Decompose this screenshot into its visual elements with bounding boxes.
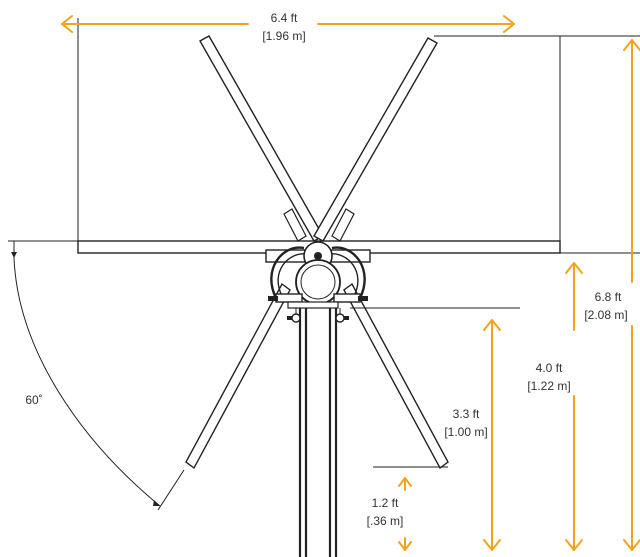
frame-height-ft-label: 4.0 ft [536, 361, 563, 375]
width-m-label: [1.96 m] [262, 29, 305, 43]
width-arrow [61, 15, 515, 33]
fold-angle-label: 60˚ [25, 393, 42, 407]
panel-frame [77, 18, 640, 241]
arm-drop-arrow [483, 319, 501, 551]
clearance-ft-label: 1.2 ft [372, 496, 399, 510]
hub-assembly [265, 241, 520, 323]
lower-arms [185, 282, 449, 470]
arm-drop-m-label: [1.00 m] [444, 425, 487, 439]
total-height-arrow [623, 39, 640, 551]
total-height-ft-label: 6.8 ft [595, 290, 622, 304]
clearance-m-label: [.36 m] [367, 514, 404, 528]
frame-height-m-label: [1.22 m] [527, 379, 570, 393]
clearance-arrow [398, 477, 412, 551]
width-ft-label: 6.4 ft [271, 11, 298, 25]
arm-drop-ft-label: 3.3 ft [453, 407, 480, 421]
upper-arms [199, 35, 438, 242]
fold-angle-arc [11, 241, 185, 511]
frame-height-arrow [565, 262, 583, 551]
mast-pole [298, 305, 338, 557]
total-height-m-label: [2.08 m] [584, 308, 627, 322]
